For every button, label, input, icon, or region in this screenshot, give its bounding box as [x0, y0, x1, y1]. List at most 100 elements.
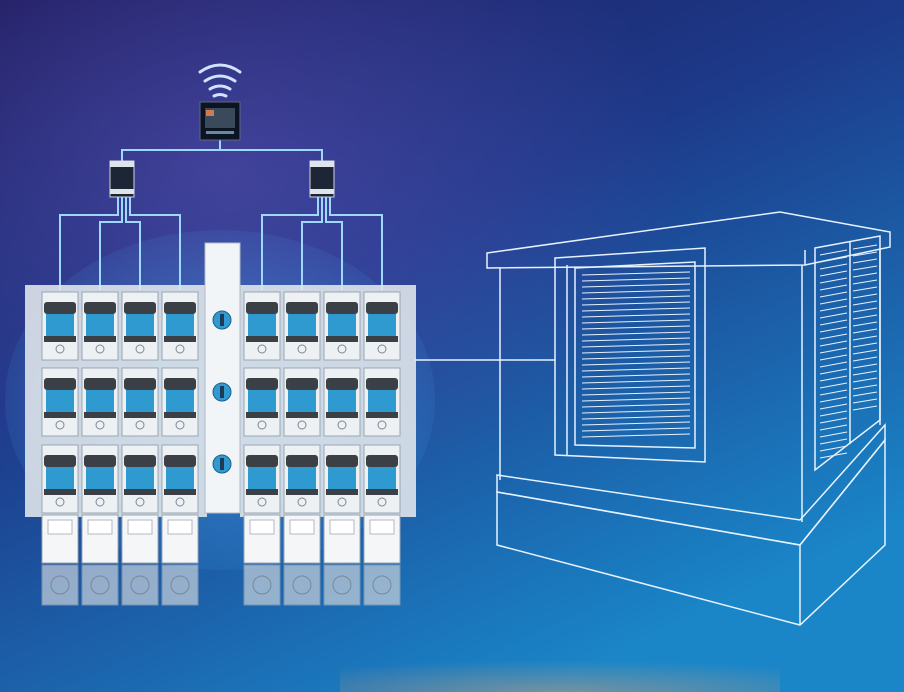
fuse-unit: [41, 444, 79, 514]
fuse-unit: [283, 367, 321, 437]
louver-slat: [852, 293, 878, 299]
network-line: [59, 197, 119, 290]
louver-slat: [852, 244, 878, 250]
louver-slat: [819, 424, 848, 431]
label-plate: [289, 519, 315, 535]
fuse-unit: [363, 291, 401, 361]
louver-slat: [852, 307, 878, 313]
terminal-hole: [292, 575, 312, 595]
louver-slat: [819, 396, 848, 403]
louver-slat: [581, 355, 691, 360]
switch-handle: [220, 314, 224, 326]
terminal-hole: [90, 575, 110, 595]
fuse-unit: [323, 367, 361, 437]
louver-slat: [819, 403, 848, 410]
louver-slat: [852, 258, 878, 264]
fuse-unit: [243, 444, 281, 514]
louver-slat: [581, 349, 691, 354]
louver-slat: [852, 300, 878, 306]
louver-slat: [581, 379, 691, 384]
louver-slat: [852, 356, 878, 362]
substation-building: [486, 211, 891, 626]
louver-slat: [819, 263, 848, 270]
louver-slat: [581, 433, 691, 438]
louver-slat: [852, 265, 878, 271]
wifi-icon: [198, 63, 242, 98]
louver-slat: [852, 328, 878, 334]
louver-slat: [852, 363, 878, 369]
terminal-base: [243, 564, 281, 606]
terminal-hole: [332, 575, 352, 595]
louver-slat: [819, 417, 848, 424]
fuse-unit: [243, 291, 281, 361]
communication-module-right: [309, 160, 335, 198]
label-plate: [329, 519, 355, 535]
network-line: [129, 197, 181, 290]
louver-slat: [852, 349, 878, 355]
louver-slat: [581, 391, 691, 396]
network-line: [220, 149, 323, 161]
louver-slat: [581, 301, 691, 306]
network-lines: [59, 140, 383, 290]
terminal-hole: [50, 575, 70, 595]
switch-handle: [220, 386, 224, 398]
louver-slat: [852, 377, 878, 383]
louver-slat: [819, 347, 848, 354]
fuse-unit: [161, 367, 199, 437]
label-plate: [369, 519, 395, 535]
louver-slat: [581, 331, 691, 336]
louver-slat: [581, 427, 691, 432]
display-controller: [199, 101, 241, 141]
louver-slat: [819, 312, 848, 319]
louver-slat: [819, 277, 848, 284]
fuse-unit: [81, 291, 119, 361]
fuse-unit: [283, 444, 321, 514]
louver-slat: [581, 283, 691, 288]
louver-slat: [852, 370, 878, 376]
louver-slat: [852, 279, 878, 285]
louver-slat: [819, 410, 848, 417]
switchgear: [25, 242, 416, 606]
louver-slat: [819, 291, 848, 298]
network-line: [99, 197, 123, 290]
louver-slat: [581, 415, 691, 420]
terminal-base: [283, 564, 321, 606]
louver-slat: [581, 361, 691, 366]
fuse-unit: [323, 444, 361, 514]
louver-slat: [581, 385, 691, 390]
louver-slat: [581, 295, 691, 300]
fuse-unit: [161, 444, 199, 514]
network-line: [329, 197, 383, 290]
louver-slat: [581, 319, 691, 324]
louver-slat: [819, 431, 848, 438]
louver-slat: [819, 361, 848, 368]
louver-slat: [819, 256, 848, 263]
label-plate: [249, 519, 275, 535]
bottom-glow: [340, 652, 780, 692]
terminal-base: [161, 564, 199, 606]
louver-slat: [819, 305, 848, 312]
fuse-unit: [81, 367, 119, 437]
louver-slat: [581, 313, 691, 318]
terminal-base: [323, 564, 361, 606]
louver-slat: [819, 438, 848, 445]
louver-slat: [852, 342, 878, 348]
louver-slat: [852, 286, 878, 292]
fuse-unit: [243, 367, 281, 437]
louver-slat: [581, 409, 691, 414]
fuse-unit: [363, 367, 401, 437]
louver-slat: [819, 333, 848, 340]
fuse-unit: [121, 291, 159, 361]
louver-slat: [581, 397, 691, 402]
louver-slat: [852, 398, 878, 404]
louver-slat: [819, 340, 848, 347]
louver-slat: [819, 326, 848, 333]
louver-slat: [581, 307, 691, 312]
fuse-unit: [41, 291, 79, 361]
louver-slat: [581, 325, 691, 330]
terminal-hole: [372, 575, 392, 595]
label-plate: [127, 519, 153, 535]
louver-slat: [581, 421, 691, 426]
terminal-base: [363, 564, 401, 606]
